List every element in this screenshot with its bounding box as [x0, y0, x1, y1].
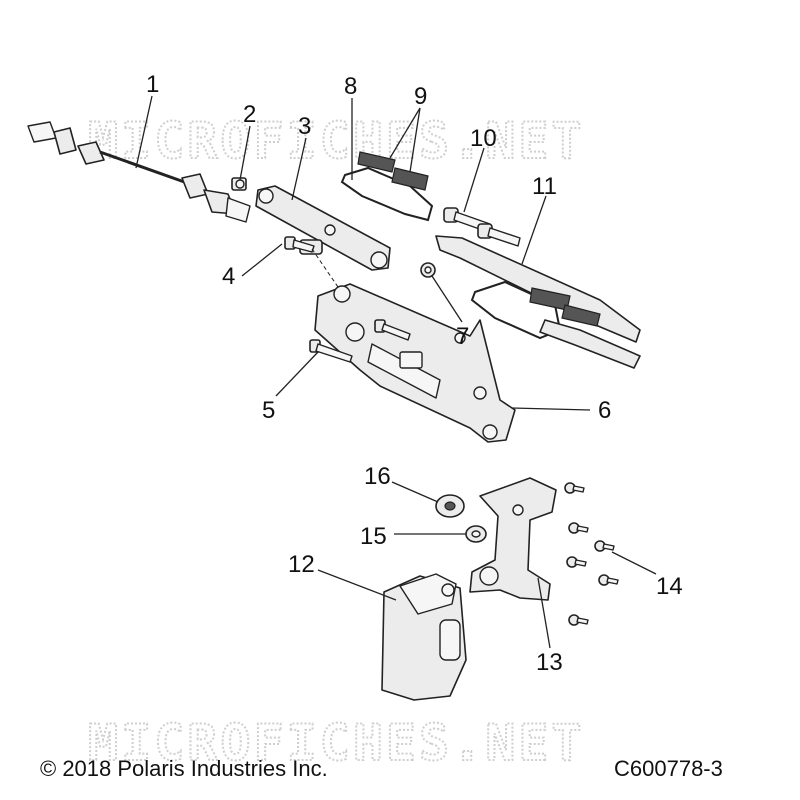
callout-13: 13	[536, 649, 563, 676]
part-9-springs	[357, 151, 429, 191]
part-11-levers	[435, 235, 641, 369]
part-5-bolt	[309, 319, 411, 363]
part-6-bracket	[314, 283, 516, 443]
part-8-wire-clip	[340, 166, 434, 222]
callout-15: 15	[360, 523, 387, 550]
callout-14: 14	[656, 573, 683, 600]
part-2-pin	[231, 177, 247, 191]
callout-5: 5	[262, 397, 275, 424]
part-12-actuator	[381, 573, 467, 701]
callout-10: 10	[470, 125, 497, 152]
part-3-linkage-arm	[255, 185, 391, 271]
callout-12: 12	[288, 551, 315, 578]
copyright-text: © 2018 Polaris Industries Inc.	[40, 756, 328, 781]
part-7-bushing	[420, 262, 436, 278]
part-16-grommet	[435, 494, 465, 518]
part-14-screws	[564, 482, 619, 626]
part-13-plate	[469, 477, 557, 601]
part-10-bolt	[443, 207, 521, 247]
callout-9: 9	[414, 83, 427, 110]
callout-8: 8	[344, 73, 357, 100]
callout-1: 1	[146, 71, 159, 98]
callout-4: 4	[222, 263, 235, 290]
callout-3: 3	[298, 113, 311, 140]
part-1-cable	[27, 121, 251, 223]
leader-lines	[135, 95, 657, 649]
part-4-bolt	[284, 236, 339, 288]
watermark-bottom: MICROFICHES.NET	[88, 714, 585, 772]
part-15-grommet	[465, 525, 487, 543]
callout-7: 7	[456, 323, 469, 350]
diagram-code: C600778-3	[614, 756, 723, 781]
callout-2: 2	[243, 101, 256, 128]
watermark-top: MICROFICHES.NET	[88, 112, 585, 170]
callout-11: 11	[532, 173, 557, 200]
callout-6: 6	[598, 397, 611, 424]
callout-16: 16	[364, 463, 391, 490]
